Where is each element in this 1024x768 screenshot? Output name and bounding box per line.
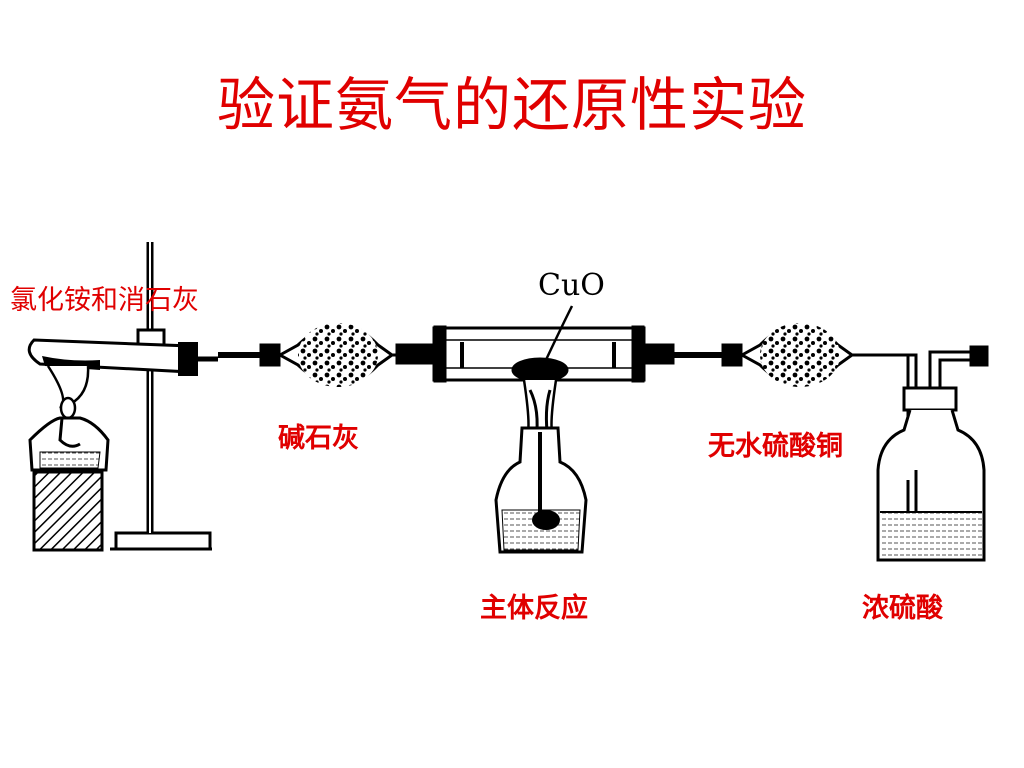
label-main-reaction: 主体反应 xyxy=(480,593,588,624)
alcohol-lamp xyxy=(28,416,110,472)
stand-base xyxy=(114,531,212,551)
drying-tube-1 xyxy=(218,323,416,387)
label-gas-bottle: 浓硫酸 xyxy=(862,593,943,624)
cuo-label: CuO xyxy=(538,268,605,303)
drying-tube-2 xyxy=(674,323,900,387)
wooden-block xyxy=(32,470,104,552)
page-title: 验证氨气的还原性实验 xyxy=(216,71,807,139)
cuo-deposit xyxy=(511,357,569,383)
label-drying-tube-2: 无水硫酸铜 xyxy=(708,431,843,462)
test-tube xyxy=(27,338,218,376)
burner xyxy=(494,379,588,554)
combustion-tube xyxy=(395,305,675,383)
heating-apparatus xyxy=(27,242,218,552)
sulfuric-acid-liquid xyxy=(880,512,982,558)
label-reactant: 氯化铵和消石灰 xyxy=(10,285,199,316)
label-drying-tube-1: 碱石灰 xyxy=(278,423,359,454)
gas-washing-bottle xyxy=(876,345,989,562)
